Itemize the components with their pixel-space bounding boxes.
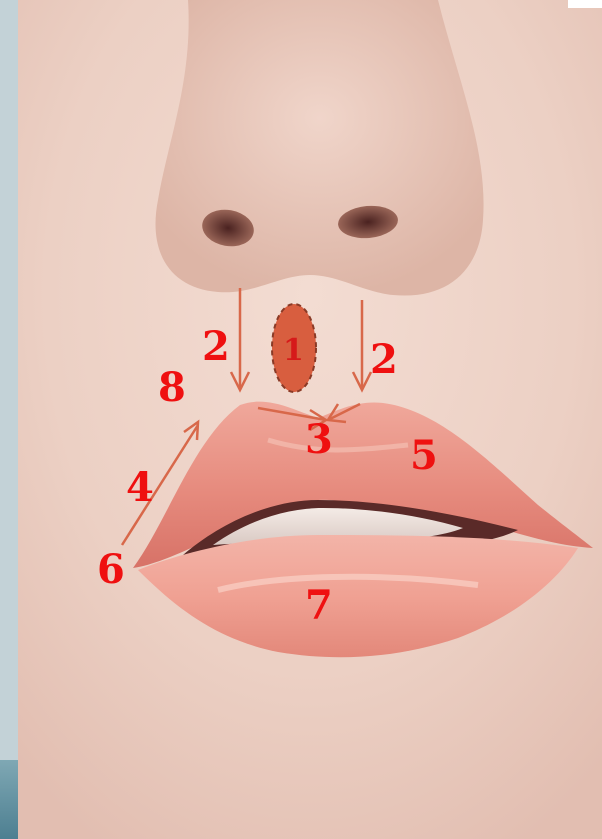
- left-background-strip: [0, 0, 18, 839]
- label-5: 5: [410, 436, 438, 476]
- label-2-left: 2: [202, 327, 230, 367]
- label-1: 1: [283, 336, 304, 366]
- top-right-notch: [568, 0, 602, 8]
- nose-shape: [156, 0, 484, 296]
- label-7: 7: [305, 586, 333, 626]
- label-8: 8: [158, 368, 186, 408]
- label-3: 3: [305, 420, 333, 460]
- label-2-right: 2: [370, 340, 398, 380]
- label-4: 4: [126, 468, 154, 508]
- label-6: 6: [97, 550, 125, 590]
